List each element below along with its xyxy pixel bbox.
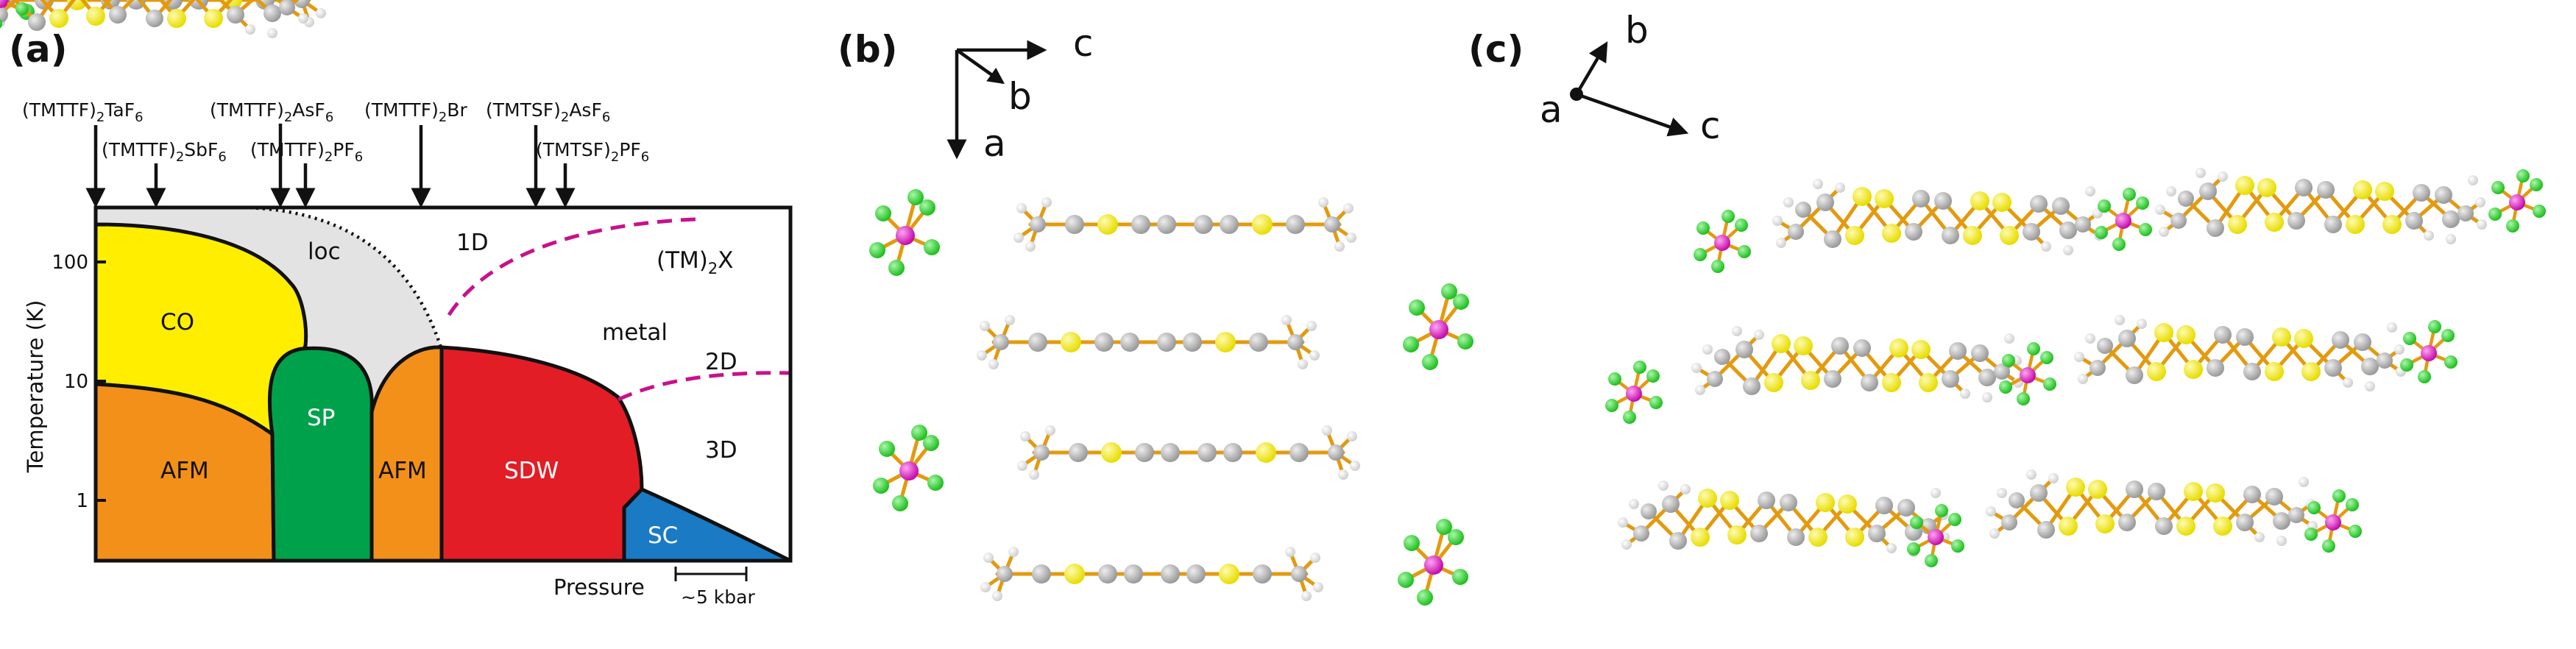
compound-arrows	[85, 124, 576, 208]
molecule-c-2	[2155, 168, 2487, 244]
molecule-c-3	[1691, 326, 2023, 402]
axis-b-arrow	[955, 49, 1005, 85]
scale-bar-label: ~5 kbar	[681, 586, 755, 608]
y-ticks: 100 10 1	[52, 252, 106, 512]
anion-c-3	[2488, 169, 2546, 233]
plot-frame	[93, 205, 793, 563]
axis-b-arrow-c	[1575, 41, 1608, 96]
ytick-1: 1	[76, 490, 88, 512]
label-formula: (TM)2X	[657, 247, 734, 277]
axis-c-arrow-c	[1576, 92, 1689, 137]
tmttf-stack-template	[0, 0, 308, 38]
label-3d: 3D	[705, 437, 737, 464]
molecule-c-5	[1618, 480, 1950, 557]
axis-b-label: b	[1008, 75, 1032, 118]
axis-b-label-c: b	[1625, 9, 1649, 52]
axis-c-label-c: c	[1700, 104, 1721, 147]
anion-b-3	[873, 425, 944, 511]
label-tmttf-br: (TMTTF)2Br	[364, 99, 467, 125]
axis-a-label-c: a	[1540, 88, 1563, 131]
ytick-100: 100	[52, 252, 88, 274]
region-sdw	[439, 345, 644, 563]
label-tmttf-asf6: (TMTTF)2AsF6	[210, 99, 333, 125]
label-2d: 2D	[705, 349, 737, 375]
label-sc: SC	[648, 522, 678, 549]
loc-crossover-line	[242, 205, 444, 350]
axis-a-label: a	[983, 122, 1006, 165]
molecule-b-4	[980, 547, 1323, 601]
compound-labels: (TMTTF)2TaF6 (TMTTF)2SbF6 (TMTTF)2AsF6 (…	[22, 99, 649, 165]
anion-c-2	[2095, 188, 2152, 251]
panel-b-label: (b)	[838, 28, 898, 71]
panel-c: (c) b a c	[0, 0, 2546, 567]
phase-diagram-plot: loc 1D (TM)2X metal 2D 3D CO AFM SP AFM …	[23, 205, 793, 608]
label-afm-left: AFM	[160, 458, 209, 484]
label-afm-mid: AFM	[378, 458, 427, 484]
label-1d: 1D	[456, 230, 489, 256]
region-sp	[267, 346, 374, 563]
molecule-b-2	[977, 315, 1320, 369]
molecule-b-1	[1013, 197, 1356, 252]
label-metal: metal	[602, 319, 668, 346]
molecule-c-6	[1986, 469, 2318, 546]
anion-b-2	[1403, 283, 1473, 370]
panel-a-label: (a)	[9, 28, 67, 71]
label-loc: loc	[308, 238, 341, 265]
y-axis-label: Temperature (K)	[23, 300, 48, 474]
panel-a: (a) (TMTTF)2TaF6 (TMTTF)2SbF6 (TMTTF)2As…	[9, 28, 793, 608]
molecule-b-3	[1017, 425, 1360, 480]
panel-c-label: (c)	[1468, 28, 1524, 71]
anion-c-1	[1694, 210, 1751, 273]
crossover-2d-3d	[617, 371, 791, 402]
axes-triad-c: b a c	[1540, 9, 1721, 147]
molecule-c-4	[2074, 315, 2406, 391]
anion-c-8	[2304, 489, 2362, 553]
label-sp: SP	[307, 405, 335, 431]
pf6-anion-small-template	[0, 0, 29, 29]
axes-triad-b: c b a	[946, 22, 1094, 165]
crystal-structure-c	[1605, 168, 2546, 567]
label-sdw: SDW	[504, 458, 559, 484]
label-co: CO	[160, 309, 194, 336]
axis-a-dot	[1570, 88, 1583, 101]
scale-bar: ~5 kbar	[674, 567, 755, 608]
x-axis-label: Pressure	[553, 575, 645, 600]
label-tmttf-taf6: (TMTTF)2TaF6	[22, 99, 144, 125]
axis-c-label: c	[1073, 22, 1094, 65]
label-tmtsf-asf6: (TMTSF)2AsF6	[486, 99, 610, 125]
label-tmtsf-pf6: (TMTSF)2PF6	[536, 139, 649, 165]
anion-b-4	[1398, 519, 1468, 606]
crossover-1d-2d	[447, 217, 696, 316]
anion-c-4	[1605, 361, 1663, 424]
molecule-c-1	[1772, 179, 2104, 255]
label-tmttf-pf6: (TMTTF)2PF6	[250, 139, 363, 165]
label-tmttf-sbf6: (TMTTF)2SbF6	[102, 139, 227, 165]
ytick-10: 10	[64, 371, 88, 393]
anion-b-1	[869, 189, 940, 276]
anion-c-6	[2400, 320, 2458, 383]
crystal-structure-b	[869, 189, 1473, 606]
